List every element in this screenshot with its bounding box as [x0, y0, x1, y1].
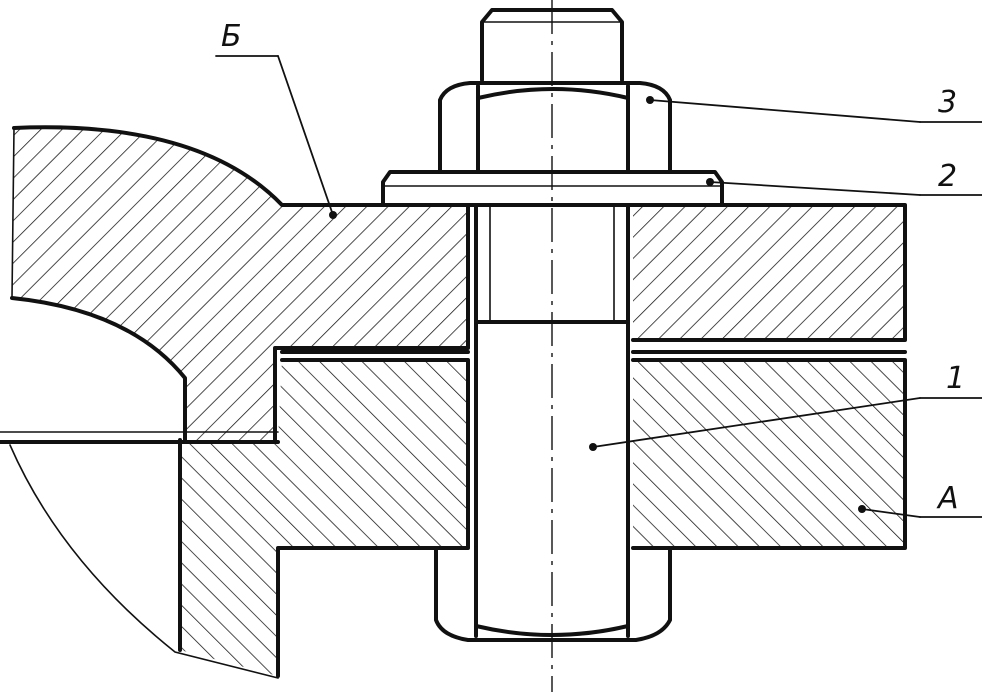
part-b-cavity-curve: [10, 296, 187, 442]
callout-b-label: Б: [221, 19, 242, 54]
callout-3-dot: [646, 96, 654, 104]
part-b-left-edge: [11, 127, 15, 299]
callout-b-leader: [277, 55, 334, 216]
callout-2-leader: [709, 181, 921, 196]
bottom-nut-outline: [434, 546, 672, 642]
top-nut: [438, 81, 672, 174]
callout-1-label: 1: [946, 361, 965, 396]
callout-b-dot: [329, 211, 337, 219]
part-b-outline: [12, 125, 470, 442]
callout-2: 2: [706, 159, 982, 196]
callout-1: 1: [589, 361, 982, 451]
callout-b: Б: [215, 19, 337, 219]
bottom-nut: [434, 546, 672, 642]
callout-3-leader: [649, 99, 921, 123]
part-a-section-right: [633, 360, 905, 548]
callout-3-label: 3: [938, 85, 957, 120]
top-nut-outline: [438, 81, 672, 174]
callout-a-dot: [858, 505, 866, 513]
callout-a: А: [858, 481, 982, 518]
part-b: [10, 125, 907, 442]
part-a: [0, 350, 907, 679]
callout-a-label: А: [936, 481, 959, 516]
callout-1-dot: [589, 443, 597, 451]
callout-3: 3: [646, 85, 982, 123]
part-a-section-left: [180, 360, 468, 676]
callout-2-dot: [706, 178, 714, 186]
callout-2-label: 2: [938, 159, 957, 194]
part-a-outline-right: [631, 358, 907, 550]
callout-1-leader: [592, 397, 921, 448]
callout-a-leader: [861, 508, 921, 518]
part-a-outline: [178, 358, 470, 678]
washer-outline: [381, 170, 724, 207]
top-nut-chamfer-arc: [476, 87, 630, 100]
part-b-outline-right: [631, 203, 907, 342]
part-a-left-freeform-edge: [9, 444, 279, 679]
part-b-section-right: [633, 205, 905, 340]
